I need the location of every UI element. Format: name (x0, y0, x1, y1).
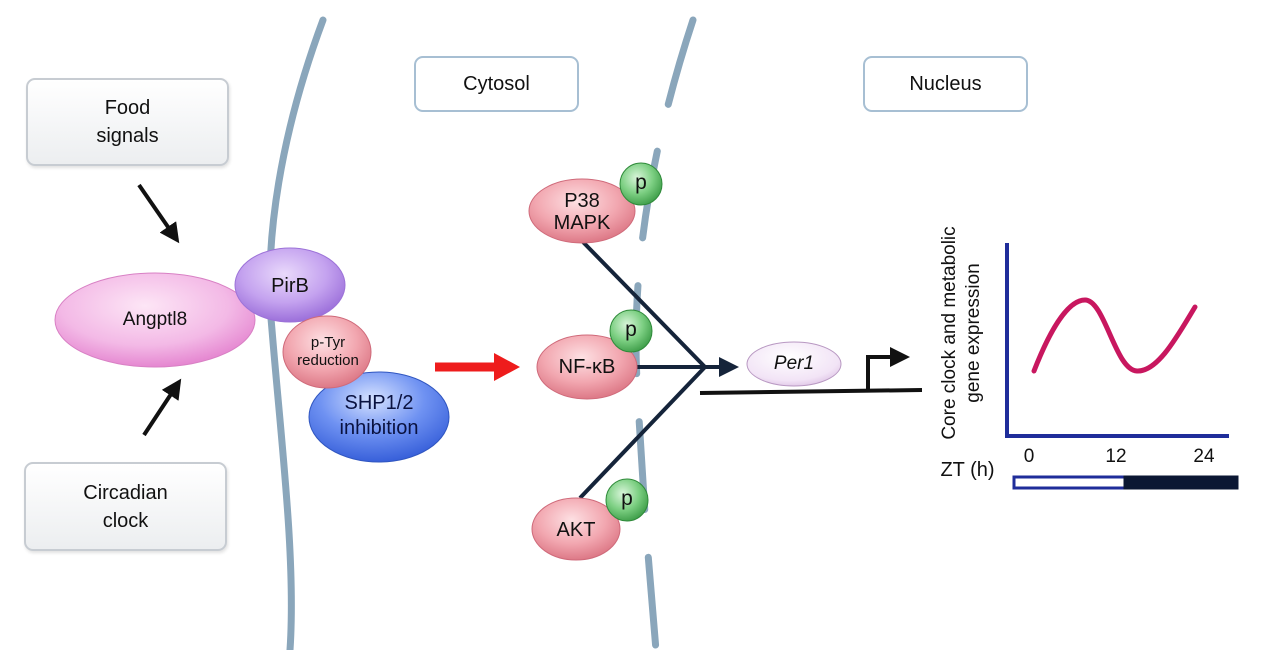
akt-node (531, 497, 621, 561)
expression-curve (1031, 297, 1198, 374)
nfkb-label: NF-κB (558, 355, 616, 378)
graph-tick-12: 12 (1105, 446, 1127, 467)
p38-phospho-circle (619, 162, 663, 206)
food-signal-arrow (137, 183, 180, 244)
nucleus-label: Nucleus (909, 72, 982, 95)
p38-label: P38 MAPK (553, 190, 611, 234)
p38-node (528, 178, 636, 244)
graph-y-label: Core clock and metabolic gene expression (936, 213, 988, 453)
nfkb-phospho-label: p (625, 318, 637, 341)
nucleus-box: Nucleus (863, 56, 1028, 112)
graph-tick-0: 0 (1023, 446, 1035, 467)
cytosol-box: Cytosol (414, 56, 579, 112)
graph-x-label: ZT (h) (940, 458, 995, 481)
dark-period-bar (1123, 475, 1239, 490)
p38-phospho-label: p (635, 171, 647, 194)
akt-connector (578, 365, 707, 500)
light-period-bar (1012, 475, 1127, 490)
circadian-clock-box: Circadian clock (24, 462, 227, 551)
food-signals-box: Food signals (26, 78, 229, 166)
circadian-clock-label: Circadian clock (83, 481, 168, 532)
graph-y-label-line2: gene expression (963, 263, 984, 403)
akt-label: AKT (556, 518, 596, 541)
shp-label: SHP1/2 inhibition (339, 392, 419, 439)
graph-y-label-line1: Core clock and metabolic (939, 226, 960, 440)
shp-node (308, 371, 450, 463)
per1-label: Per1 (773, 353, 815, 374)
nfkb-phospho-circle (609, 309, 653, 353)
ptyr-label: p-Tyr reduction (297, 334, 359, 369)
akt-phospho-label: p (621, 487, 633, 510)
graph-tick-24: 24 (1193, 446, 1215, 467)
food-signals-label: Food signals (96, 97, 159, 147)
promoter-arrow (866, 347, 910, 391)
akt-phospho-circle (605, 478, 649, 522)
cell-membrane (266, 16, 327, 650)
angptl8-label: Angptl8 (122, 309, 188, 330)
nfkb-node (536, 334, 638, 400)
circadian-clock-arrow (142, 378, 182, 437)
pirb-label: PirB (271, 274, 309, 297)
signal-arrow-head (494, 353, 520, 381)
cytosol-label: Cytosol (463, 72, 530, 95)
angptl8-node (54, 272, 256, 368)
pirb-node (234, 247, 346, 323)
per1-node (746, 341, 842, 387)
gene-line (699, 388, 923, 395)
ptyr-node (282, 315, 372, 389)
p38-connector (581, 240, 707, 369)
